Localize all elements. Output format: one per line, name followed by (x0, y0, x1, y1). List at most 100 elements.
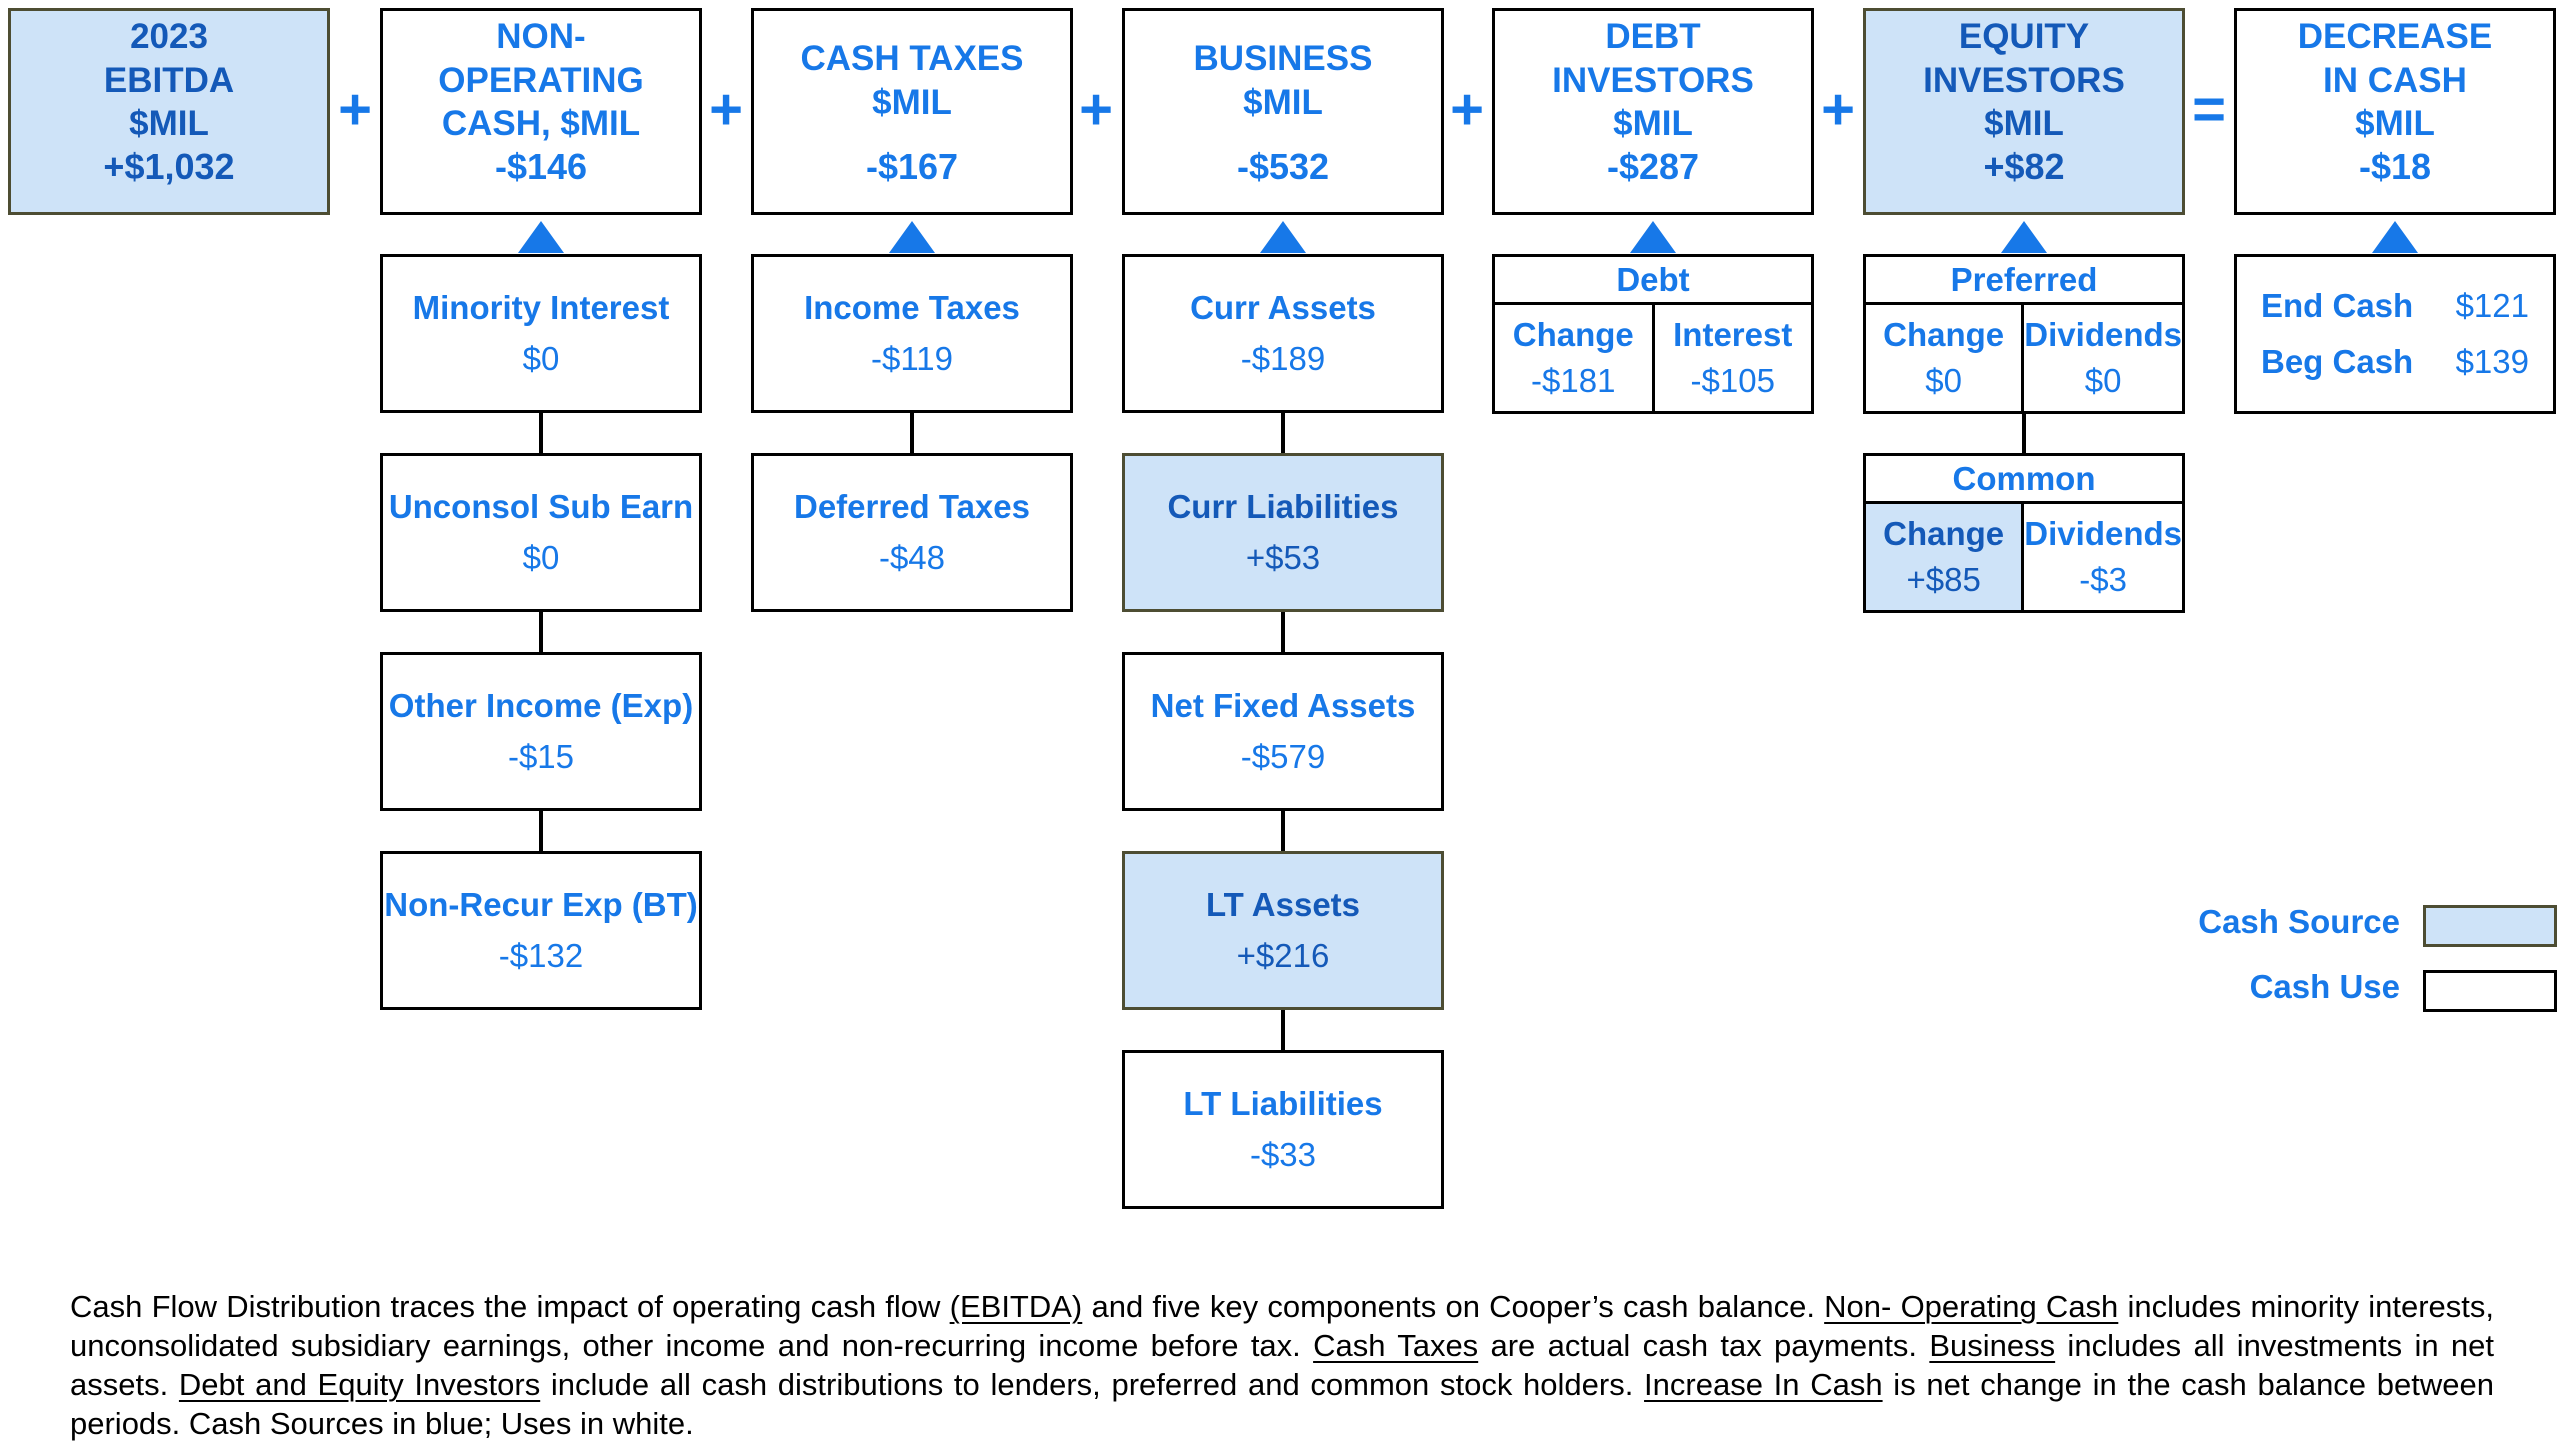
cash-balance-box: End Cash $121 Beg Cash $139 (2234, 254, 2556, 414)
connector-line (1281, 811, 1285, 851)
detail-label: LT Liabilities (1183, 1085, 1383, 1122)
debt-interest-cell: Interest -$105 (1655, 305, 1812, 411)
connector-line (1281, 612, 1285, 652)
detail-label: Net Fixed Assets (1150, 687, 1416, 724)
detail-value: $0 (522, 539, 560, 576)
detail-label: Deferred Taxes (793, 488, 1030, 525)
detail-value: -$33 (1249, 1136, 1317, 1173)
top-box-value: -$18 (2358, 146, 2432, 187)
detail-box-income-taxes: Income Taxes -$119 (751, 254, 1073, 413)
column-header: Change (1883, 316, 2005, 353)
cell-value: -$3 (2079, 561, 2127, 598)
detail-value: +$216 (1236, 937, 1330, 974)
operator-plus-2: + (709, 77, 743, 142)
top-box-value: -$146 (494, 146, 588, 187)
top-box-value: +$1,032 (103, 146, 235, 187)
top-box-cash-taxes: CASH TAXES $MIL -$167 (751, 8, 1073, 215)
detail-box-deferred-taxes: Deferred Taxes -$48 (751, 453, 1073, 612)
legend-cash-use-label: Cash Use (2249, 968, 2400, 1005)
common-table-title: Common (1866, 456, 2182, 504)
operator-plus-1: + (338, 77, 372, 142)
detail-label: Unconsol Sub Earn (388, 488, 694, 525)
top-box-title: DEBT INVESTORS $MIL (1552, 17, 1754, 144)
cell-value: -$181 (1531, 362, 1616, 399)
detail-value: -$579 (1240, 738, 1326, 775)
detail-value: -$189 (1240, 340, 1326, 377)
column-header: Interest (1673, 316, 1793, 353)
detail-label: Non-Recur Exp (BT) (384, 886, 698, 923)
top-box-debt-investors: DEBT INVESTORS $MIL -$287 (1492, 8, 1814, 215)
detail-box-unconsol-sub-earn: Unconsol Sub Earn $0 (380, 453, 702, 612)
detail-box-curr-assets: Curr Assets -$189 (1122, 254, 1444, 413)
preferred-dividends-cell: Dividends $0 (2024, 305, 2182, 411)
up-arrow-icon (2001, 221, 2047, 253)
top-box-ebitda: 2023 EBITDA $MIL +$1,032 (8, 8, 330, 215)
operator-plus-5: + (1821, 77, 1855, 142)
row-label: Beg Cash (2261, 343, 2414, 380)
detail-box-curr-liabilities: Curr Liabilities +$53 (1122, 453, 1444, 612)
connector-line (539, 612, 543, 652)
detail-box-other-income: Other Income (Exp) -$15 (380, 652, 702, 811)
detail-label: Curr Assets (1190, 289, 1376, 326)
detail-box-minority-interest: Minority Interest $0 (380, 254, 702, 413)
detail-label: Curr Liabilities (1167, 488, 1399, 525)
preferred-table: Preferred Change $0 Dividends $0 (1863, 254, 2185, 414)
detail-label: Income Taxes (804, 289, 1020, 326)
connector-line (910, 413, 914, 453)
row-value: $121 (2455, 287, 2529, 324)
top-box-title: DECREASE IN CASH $MIL (2297, 17, 2493, 144)
cell-value: $0 (2084, 362, 2122, 399)
legend-cash-source-label: Cash Source (2198, 903, 2400, 940)
top-box-non-operating-cash: NON- OPERATING CASH, $MIL -$146 (380, 8, 702, 215)
top-box-decrease-in-cash: DECREASE IN CASH $MIL -$18 (2234, 8, 2556, 215)
row-value: $139 (2455, 343, 2529, 380)
operator-equals: = (2192, 77, 2226, 142)
debt-table: Debt Change -$181 Interest -$105 (1492, 254, 1814, 414)
detail-value: -$119 (871, 340, 953, 377)
debt-table-title: Debt (1495, 257, 1811, 305)
row-label: End Cash (2261, 287, 2414, 324)
up-arrow-icon (1260, 221, 1306, 253)
common-change-cell: Change +$85 (1866, 504, 2025, 610)
detail-box-lt-assets: LT Assets +$216 (1122, 851, 1444, 1010)
debt-change-cell: Change -$181 (1495, 305, 1655, 411)
detail-value: +$53 (1245, 539, 1321, 576)
top-box-value: -$532 (1236, 146, 1330, 187)
top-box-value: -$167 (865, 146, 959, 187)
detail-value: $0 (522, 340, 560, 377)
top-box-equity-investors: EQUITY INVESTORS $MIL +$82 (1863, 8, 2185, 215)
connector-line (539, 413, 543, 453)
detail-box-net-fixed-assets: Net Fixed Assets -$579 (1122, 652, 1444, 811)
top-box-business: BUSINESS $MIL -$532 (1122, 8, 1444, 215)
connector-line (1281, 413, 1285, 453)
top-box-title: NON- OPERATING CASH, $MIL (438, 17, 644, 144)
detail-label: Other Income (Exp) (388, 687, 694, 724)
connector-line (2022, 414, 2026, 453)
top-box-title: CASH TAXES $MIL (800, 39, 1024, 122)
detail-value: -$15 (507, 738, 575, 775)
cell-value: +$85 (1906, 561, 1981, 598)
cell-value: -$105 (1690, 362, 1775, 399)
cash-flow-diagram: 2023 EBITDA $MIL +$1,032 + NON- OPERATIN… (8, 8, 2557, 1441)
preferred-change-cell: Change $0 (1866, 305, 2025, 411)
detail-label: Minority Interest (412, 289, 670, 326)
column-header: Dividends (2024, 515, 2182, 552)
preferred-table-title: Preferred (1866, 257, 2182, 305)
up-arrow-icon (1630, 221, 1676, 253)
detail-value: -$132 (498, 937, 584, 974)
detail-box-non-recur-exp: Non-Recur Exp (BT) -$132 (380, 851, 702, 1010)
operator-plus-3: + (1079, 77, 1113, 142)
top-box-value: +$82 (1983, 146, 2065, 187)
common-table: Common Change +$85 Dividends -$3 (1863, 453, 2185, 613)
common-dividends-cell: Dividends -$3 (2024, 504, 2182, 610)
footnote-paragraph: Cash Flow Distribution traces the impact… (70, 1289, 2494, 1441)
connector-line (1281, 1010, 1285, 1050)
detail-box-lt-liabilities: LT Liabilities -$33 (1122, 1050, 1444, 1209)
top-box-title: BUSINESS $MIL (1193, 39, 1373, 122)
column-header: Change (1512, 316, 1634, 353)
up-arrow-icon (2372, 221, 2418, 253)
detail-value: -$48 (878, 539, 946, 576)
legend-cash-use-swatch (2423, 970, 2557, 1012)
column-header: Dividends (2024, 316, 2182, 353)
connector-line (539, 811, 543, 851)
